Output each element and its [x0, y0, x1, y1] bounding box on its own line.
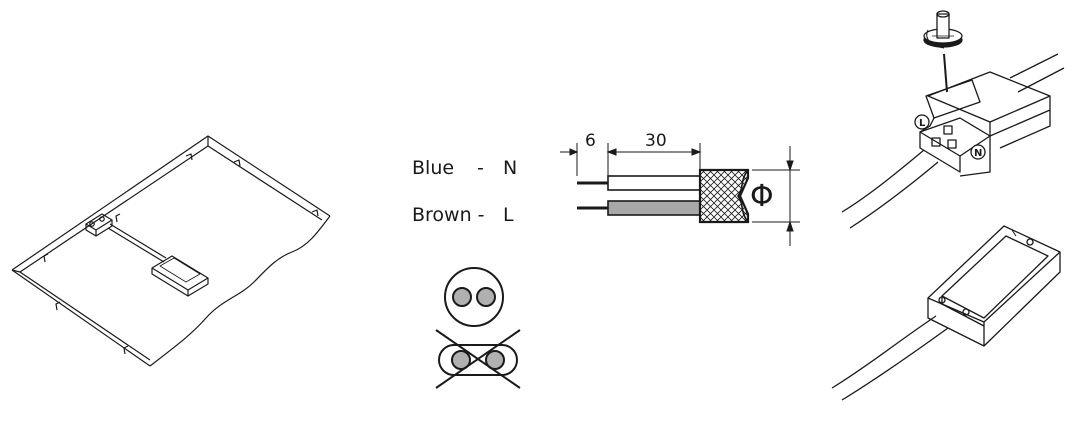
- wire-labels: Blue - N Brown - L: [412, 157, 517, 226]
- junction-block: [85, 213, 113, 237]
- blue-insulation: [607, 175, 701, 191]
- driver-open-terminal: [841, 10, 1065, 229]
- live-terminal-mark: L: [919, 118, 926, 129]
- dimension-lines: [560, 143, 800, 246]
- outer-sheath: [698, 168, 750, 224]
- driver-closed: [831, 225, 1061, 401]
- neutral-code: N: [503, 157, 517, 179]
- strip-length-6: 6: [585, 131, 596, 151]
- cable-diameter-phi: Φ: [750, 179, 774, 214]
- round-cable-correct: [444, 267, 504, 327]
- cable-strip-diagram: [560, 143, 800, 246]
- brown-insulation: [607, 200, 701, 216]
- flat-cable-incorrect: [435, 329, 521, 389]
- blue-wire-dash: -: [477, 157, 484, 179]
- brown-wire-label: Brown -: [412, 204, 485, 226]
- ceiling-panel-illustration: [11, 135, 331, 367]
- blue-wire-label: Blue: [412, 157, 454, 179]
- live-code: L: [503, 204, 514, 226]
- neutral-terminal-mark: N: [974, 148, 982, 159]
- sheath-length-30: 30: [645, 131, 667, 151]
- led-driver-small: [151, 255, 209, 297]
